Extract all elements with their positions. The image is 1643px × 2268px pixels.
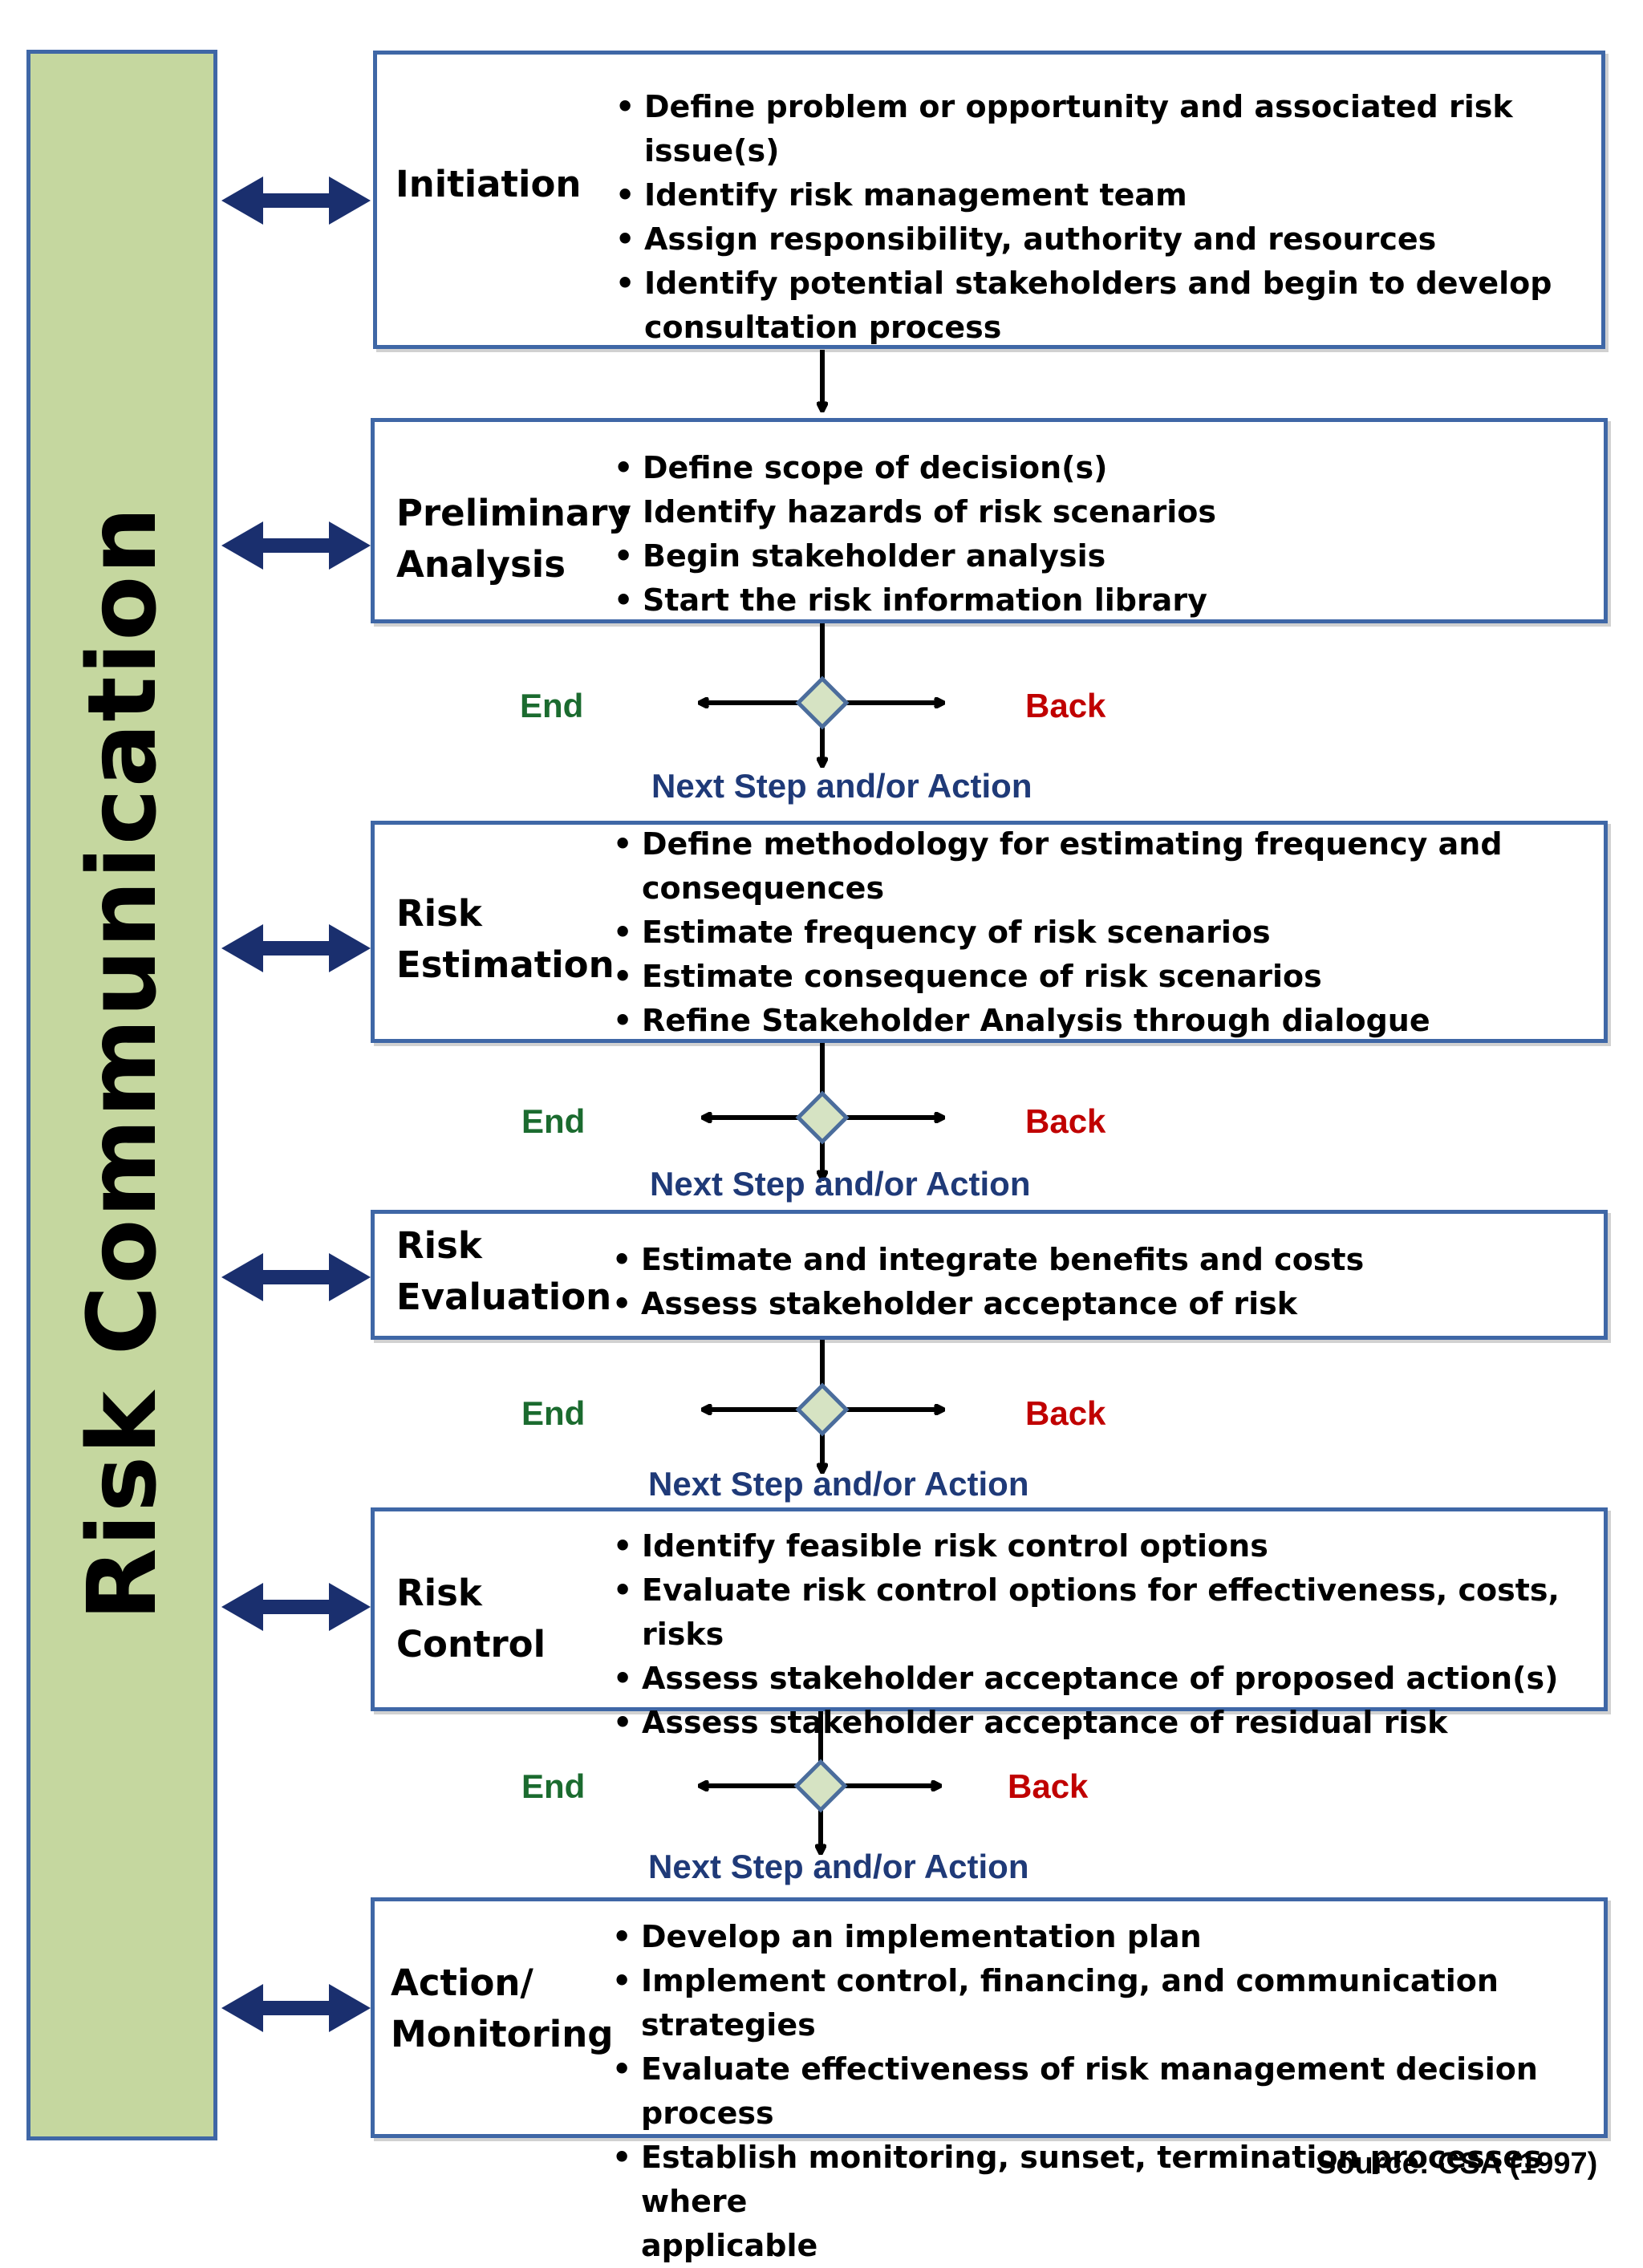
- risk-communication-bar: [26, 50, 217, 2140]
- decision-diamond: [795, 676, 850, 730]
- bullet-item: Identify risk management team: [615, 173, 1594, 217]
- stage-label-action-monitoring: Action/ Monitoring: [391, 1962, 614, 2055]
- decision-back-label: Back: [1008, 1767, 1089, 1805]
- bullet-item: Identify potential stakeholders and begi…: [615, 262, 1594, 350]
- bullets-initiation: Define problem or opportunity and associ…: [615, 85, 1594, 350]
- bullet-item: Assign responsibility, authority and res…: [615, 217, 1594, 262]
- bullet-item: Define problem or opportunity and associ…: [615, 85, 1594, 173]
- flow-connectors: [221, 176, 1643, 2032]
- bidirectional-arrow: [221, 924, 371, 972]
- bullet-item: Implement control, financing, and commun…: [612, 1959, 1595, 2047]
- bidirectional-arrow: [221, 176, 371, 225]
- decision-end-label: End: [521, 1394, 586, 1432]
- stage-label-preliminary-analysis: Preliminary Analysis: [396, 492, 631, 586]
- source-note: Source: CSA (1997): [1316, 2147, 1598, 2181]
- stage-label-risk-evaluation: Risk Evaluation: [396, 1224, 612, 1318]
- decision-back-label: Back: [1025, 1102, 1106, 1140]
- bidirectional-arrow: [221, 1984, 371, 2032]
- bullets-risk-evaluation: Estimate and integrate benefits and cost…: [612, 1238, 1591, 1326]
- bullet-item: Define scope of decision(s): [614, 446, 1592, 490]
- bullet-item: Evaluate effectiveness of risk managemen…: [612, 2047, 1595, 2136]
- decision-diamond: [795, 1382, 850, 1437]
- bullet-item: Refine Stakeholder Analysis through dial…: [613, 999, 1592, 1043]
- bullet-item: Assess stakeholder acceptance of propose…: [613, 1657, 1592, 1701]
- bidirectional-arrow: [221, 1253, 371, 1301]
- decision-next-label: Next Step and/or Action: [650, 1165, 1031, 1203]
- decision-diamond: [793, 1759, 848, 1813]
- bullet-item: Define methodology for estimating freque…: [613, 822, 1592, 911]
- decision-next-label: Next Step and/or Action: [648, 1465, 1029, 1503]
- bidirectional-arrow: [221, 521, 371, 570]
- stage-label-risk-estimation: Risk Estimation: [396, 892, 615, 986]
- decision-diamond: [795, 1090, 850, 1145]
- decision-back-label: Back: [1025, 687, 1106, 724]
- decision-end-label: End: [520, 687, 584, 724]
- bullet-item: Estimate frequency of risk scenarios: [613, 911, 1592, 955]
- risk-communication-title: Risk Communication: [67, 505, 177, 1621]
- bullets-action-monitoring: Develop an implementation plan Implement…: [612, 1915, 1595, 2268]
- stage-label-initiation: Initiation: [396, 163, 582, 205]
- bullet-item: Begin stakeholder analysis: [614, 534, 1592, 578]
- bullets-risk-control: Identify feasible risk control options E…: [613, 1524, 1592, 1745]
- bullet-item: Estimate and integrate benefits and cost…: [612, 1238, 1591, 1282]
- bullet-item: Assess stakeholder acceptance of residua…: [613, 1701, 1592, 1745]
- bullet-item: Evaluate risk control options for effect…: [613, 1568, 1592, 1657]
- bullet-item: Start the risk information library: [614, 578, 1592, 623]
- decision-back-label: Back: [1025, 1394, 1106, 1432]
- decision-end-label: End: [521, 1102, 586, 1140]
- bullet-item: Assess stakeholder acceptance of risk: [612, 1282, 1591, 1326]
- bullet-item: Identify feasible risk control options: [613, 1524, 1592, 1568]
- decision-next-label: Next Step and/or Action: [648, 1848, 1029, 1885]
- bullet-item: Identify hazards of risk scenarios: [614, 490, 1592, 534]
- stage-label-risk-control: Risk Control: [396, 1572, 546, 1665]
- bullets-risk-estimation: Define methodology for estimating freque…: [613, 822, 1592, 1043]
- bidirectional-arrow: [221, 1583, 371, 1631]
- decision-next-label: Next Step and/or Action: [651, 767, 1032, 805]
- bullet-item: Estimate consequence of risk scenarios: [613, 955, 1592, 999]
- decision-end-label: End: [521, 1767, 586, 1805]
- bullets-preliminary-analysis: Define scope of decision(s) Identify haz…: [614, 446, 1592, 623]
- bullet-item: Develop an implementation plan: [612, 1915, 1595, 1959]
